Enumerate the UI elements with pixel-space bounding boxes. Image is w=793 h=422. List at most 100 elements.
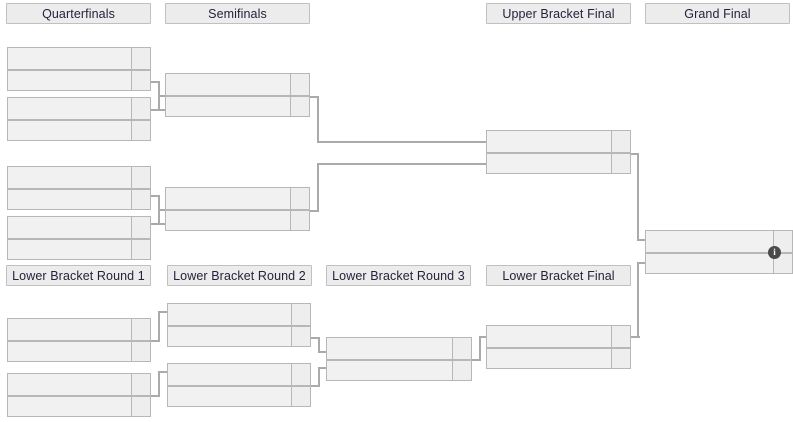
match-row[interactable]: [8, 217, 150, 238]
match-lower-r3-m0[interactable]: [486, 325, 631, 369]
match-upper-r0-m2[interactable]: [7, 166, 151, 210]
opponent-score: [290, 97, 309, 116]
match-lower-r2-m0[interactable]: [326, 337, 472, 381]
opponent-score: [291, 387, 310, 406]
match-row[interactable]: [166, 95, 309, 116]
match-lower-r0-m1[interactable]: [7, 373, 151, 417]
connector-segment: [631, 153, 639, 155]
opponent-name: [8, 342, 131, 361]
connector-segment: [158, 223, 167, 225]
match-lower-r1-m0[interactable]: [167, 303, 311, 347]
opponent-name: [8, 167, 131, 188]
match-row[interactable]: [168, 385, 310, 406]
opponent-score: [131, 71, 150, 90]
connector-segment: [318, 367, 328, 369]
opponent-score: [611, 154, 630, 173]
opponent-name: [8, 71, 131, 90]
opponent-score: [291, 327, 310, 346]
opponent-name: [166, 188, 290, 209]
opponent-score: [291, 304, 310, 325]
match-upper-r2-m0[interactable]: [486, 130, 631, 174]
opponent-score: [131, 240, 150, 259]
match-row[interactable]: [8, 319, 150, 340]
opponent-name: [8, 240, 131, 259]
match-row[interactable]: [8, 238, 150, 259]
match-row[interactable]: [8, 188, 150, 209]
match-row[interactable]: [327, 338, 471, 359]
opponent-score: [291, 364, 310, 385]
match-lower-r0-m0[interactable]: [7, 318, 151, 362]
connector-segment: [158, 109, 167, 111]
match-upper-r0-m1[interactable]: [7, 97, 151, 141]
opponent-name: [487, 326, 611, 347]
opponent-name: [8, 397, 131, 416]
opponent-name: [168, 304, 291, 325]
opponent-score: [611, 326, 630, 347]
match-row[interactable]: [487, 152, 630, 173]
match-row[interactable]: [646, 252, 792, 273]
round-header-label: Quarterfinals: [42, 6, 115, 21]
match-row[interactable]: [8, 119, 150, 140]
connector-segment: [151, 81, 160, 83]
match-row[interactable]: [166, 188, 309, 209]
connector-segment: [158, 311, 169, 313]
opponent-score: [131, 121, 150, 140]
round-header-lower-2: Lower Bracket Round 3: [326, 265, 471, 286]
connector-segment: [158, 209, 160, 225]
match-row[interactable]: [168, 325, 310, 346]
match-row[interactable]: [8, 340, 150, 361]
match-row[interactable]: [487, 347, 630, 368]
match-upper-r0-m3[interactable]: [7, 216, 151, 260]
match-row[interactable]: [8, 98, 150, 119]
match-lower-r1-m1[interactable]: [167, 363, 311, 407]
info-icon[interactable]: i: [768, 246, 781, 259]
opponent-score: [611, 131, 630, 152]
opponent-score: [131, 98, 150, 119]
match-row[interactable]: [327, 359, 471, 380]
opponent-name: [487, 349, 611, 368]
match-row[interactable]: [8, 69, 150, 90]
match-row[interactable]: [166, 209, 309, 230]
round-header-label: Lower Bracket Round 2: [173, 268, 306, 283]
connector-segment: [310, 210, 319, 212]
connector-segment: [158, 95, 160, 111]
opponent-score: [290, 74, 309, 95]
round-header-label: Upper Bracket Final: [502, 6, 615, 21]
match-upper-r0-m0[interactable]: [7, 47, 151, 91]
opponent-name: [646, 231, 773, 252]
connector-segment: [472, 359, 481, 361]
connector-segment: [637, 262, 647, 264]
opponent-score: [131, 397, 150, 416]
opponent-name: [8, 217, 131, 238]
connector-segment: [311, 385, 320, 387]
match-row[interactable]: [487, 131, 630, 152]
match-row[interactable]: [168, 364, 310, 385]
match-row[interactable]: [8, 395, 150, 416]
match-upper-r3-m0[interactable]: i: [645, 230, 793, 274]
match-row[interactable]: [166, 74, 309, 95]
connector-segment: [158, 371, 160, 397]
connector-segment: [317, 163, 488, 165]
round-header-lower-0: Lower Bracket Round 1: [6, 265, 151, 286]
match-upper-r1-m0[interactable]: [165, 73, 310, 117]
connector-segment: [158, 95, 167, 97]
connector-segment: [151, 223, 160, 225]
opponent-score: [452, 338, 471, 359]
match-upper-r1-m1[interactable]: [165, 187, 310, 231]
connector-segment: [637, 239, 647, 241]
connector-segment: [158, 209, 167, 211]
round-header-upper-0: Quarterfinals: [6, 3, 151, 24]
opponent-name: [487, 131, 611, 152]
match-row[interactable]: [8, 48, 150, 69]
connector-segment: [318, 337, 320, 353]
round-header-label: Lower Bracket Final: [502, 268, 615, 283]
match-row[interactable]: [487, 326, 630, 347]
opponent-score: [290, 188, 309, 209]
match-row[interactable]: [8, 374, 150, 395]
match-row[interactable]: [8, 167, 150, 188]
round-header-label: Lower Bracket Round 3: [332, 268, 465, 283]
opponent-name: [327, 338, 452, 359]
match-row[interactable]: [168, 304, 310, 325]
match-row[interactable]: [646, 231, 792, 252]
